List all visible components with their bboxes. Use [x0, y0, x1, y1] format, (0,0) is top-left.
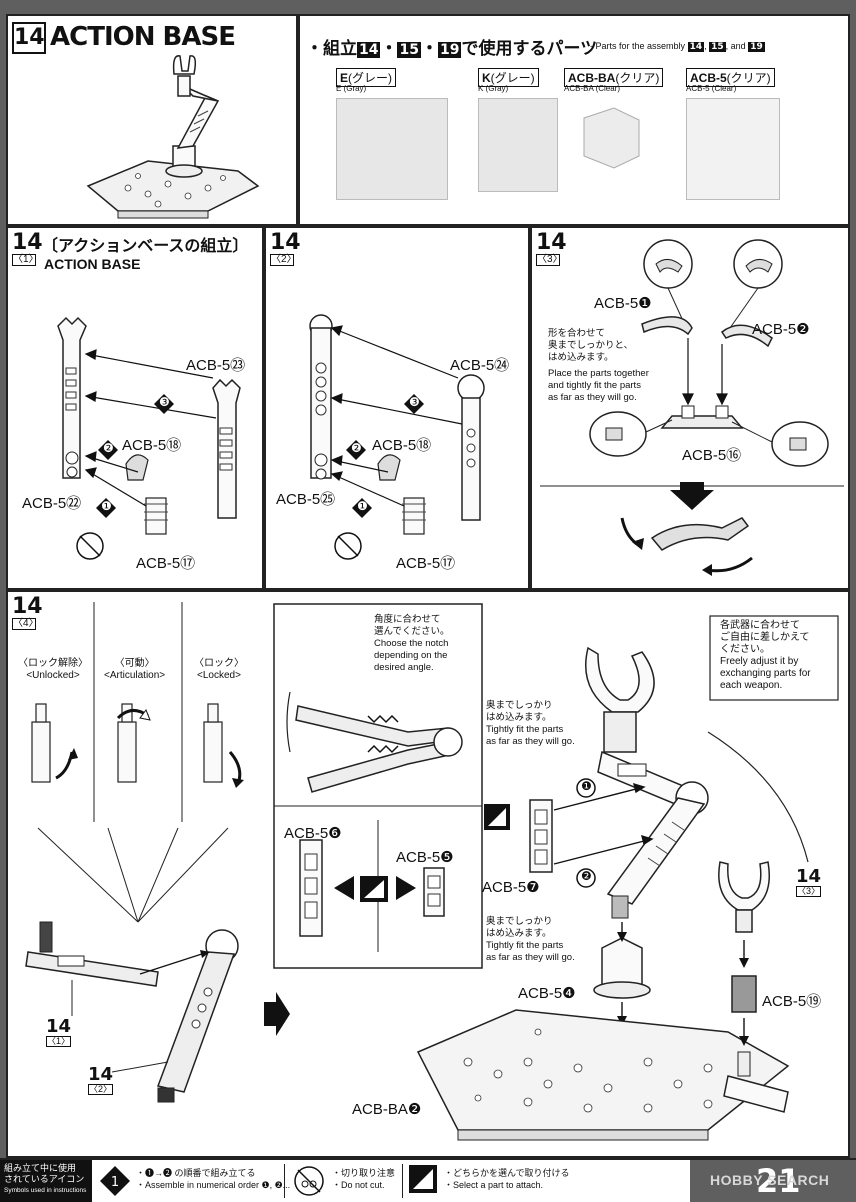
order-2: ❷	[351, 441, 362, 455]
sprue-k: K(グレー) K (Gray)	[478, 68, 558, 208]
step-14-3-diagram	[540, 239, 844, 576]
step-number: 14	[12, 22, 46, 54]
sprue-image	[686, 98, 780, 200]
fit-note-2: 奥までしっかり はめ込みます。 Tightly fit the parts as…	[486, 916, 575, 963]
section-title-jp: 〔アクションベースの組立〕	[42, 238, 249, 255]
sprue-image	[336, 98, 448, 200]
select-part-icon	[409, 1165, 437, 1193]
part-label-acb5-1: ACB-5❶	[594, 295, 652, 312]
sprue-label-en: E (Gray)	[336, 84, 367, 93]
header-panel: 14 ACTION BASE	[6, 14, 298, 226]
notch-note: 角度に合わせて 選んでください。 Choose the notch depend…	[374, 614, 450, 673]
page-number-area: 21 HOBBY SEARCH	[690, 1160, 856, 1202]
part-label-acb5-2: ACB-5❷	[752, 321, 810, 338]
part-label-acb-ba-2: ACB-BA❷	[352, 1101, 422, 1118]
step-14-2-diagram	[309, 314, 485, 560]
part-label-acb5-22: ACB-5㉒	[22, 495, 82, 512]
sprue-label: K(グレー)	[478, 68, 539, 87]
sprue-acb-5: ACB-5(クリア) ACB-5 (Clear)	[686, 68, 796, 208]
action-base-illustration	[86, 55, 260, 219]
legend-select: ・どちらかを選んで取り付ける ・Select a part to attach.	[408, 1164, 588, 1198]
order-markers	[96, 394, 174, 518]
state-locked: 〈ロック〉<Locked>	[194, 658, 244, 681]
part-label-acb5-23: ACB-5㉓	[186, 357, 246, 374]
sprue-label: ACB-BA(クリア)	[564, 68, 664, 87]
legend-title: 組み立て中に使用 されているアイコン Symbols used in instr…	[0, 1160, 92, 1202]
step-badge: 14 〈4〉	[12, 594, 43, 630]
step-badge: 14 〈2〉	[270, 230, 301, 266]
scissors-icon	[294, 1166, 324, 1196]
part-label-acb5-4: ACB-5❹	[518, 985, 576, 1002]
state-unlocked: 〈ロック解除〉<Unlocked>	[18, 658, 88, 681]
part-label-acb5-7: ACB-5❼	[482, 879, 540, 896]
sprue-label: E(グレー)	[336, 68, 397, 87]
ref-14-1: 14 〈1〉	[46, 1016, 72, 1047]
legend-order: 1 ・❶→❷ の順番で組み立てる ・Assemble in numerical …	[98, 1164, 290, 1198]
order-3: ❸	[409, 395, 420, 409]
legend-do-not-cut: ・切り取り注意 ・Do not cut.	[292, 1164, 403, 1198]
order-3: ❸	[159, 395, 170, 409]
step-14-2-panel: 14 〈2〉 ❸ ❷ ❶ ACB-5㉔ ACB-5⑱	[264, 226, 530, 590]
fit-note-1: 奥までしっかり はめ込みます。 Tightly fit the parts as…	[486, 700, 575, 747]
step-14-1-panel: 14 〈1〉 〔アクションベースの組立〕 ACTION BASE	[6, 226, 264, 590]
step-14-3-panel: 14 〈3〉	[530, 226, 850, 590]
ref-14-2: 14 〈2〉	[88, 1064, 114, 1095]
step-14-4-diagram	[25, 602, 839, 1141]
part-label-acb5-6: ACB-5❻	[284, 825, 342, 842]
step-14-1-diagram	[57, 316, 241, 560]
part-label-acb5-18: ACB-5⑱	[372, 437, 432, 454]
fit-note: 形を合わせて 奥までしっかりと、 はめ込みます。 Place the parts…	[548, 328, 649, 403]
step-badge: 14 〈3〉	[536, 230, 567, 266]
sprue-label-en: K (Gray)	[478, 84, 509, 93]
part-label-acb5-17: ACB-5⑰	[396, 555, 456, 572]
part-label-acb5-16: ACB-5⑯	[682, 447, 742, 464]
step-14-4-panel: 14 〈4〉 〈ロック解除〉<Unlocked> 〈可動〉<Articulati…	[6, 590, 850, 1158]
order-2: ❷	[103, 441, 114, 455]
state-articulation: 〈可動〉<Articulation>	[104, 658, 166, 681]
sprue-label-en: ACB-5 (Clear)	[686, 84, 737, 93]
svg-text:1: 1	[111, 1175, 119, 1190]
order-1: ❶	[357, 499, 368, 513]
step-badge: 14 〈1〉	[12, 230, 43, 266]
sprue-label: ACB-5(クリア)	[686, 68, 775, 87]
sprue-image	[583, 107, 640, 169]
page-number: 21	[756, 1162, 801, 1200]
page-title: ACTION BASE	[50, 22, 236, 52]
parts-heading-en: - Parts for the assembly 14, 15, and 19	[590, 41, 765, 52]
watermark: HOBBY SEARCH	[710, 1172, 830, 1188]
section-title-en: ACTION BASE	[44, 256, 141, 272]
icon-legend: 組み立て中に使用 されているアイコン Symbols used in instr…	[0, 1158, 856, 1202]
sprue-label-en: ACB-BA (Clear)	[564, 84, 621, 93]
sprue-image	[478, 98, 558, 192]
part-label-acb5-5: ACB-5❺	[396, 849, 454, 866]
order-diamond-icon: 1	[100, 1166, 130, 1196]
part-label-acb5-24: ACB-5㉔	[450, 357, 510, 374]
sprue-acb-ba: ACB-BA(クリア) ACB-BA (Clear)	[564, 68, 664, 208]
order-1: ❶	[101, 499, 112, 513]
part-label-acb5-25: ACB-5㉕	[276, 491, 336, 508]
part-label-acb5-17: ACB-5⑰	[136, 555, 196, 572]
weapon-note: 各武器に合わせて ご自由に差しかえて ください。 Freely adjust i…	[720, 620, 811, 691]
order-2: ❷	[581, 869, 592, 883]
part-label-acb5-18: ACB-5⑱	[122, 437, 182, 454]
order-1: ❶	[581, 779, 592, 793]
ref-14-3: 14 〈3〉	[796, 866, 822, 897]
sprue-e: E(グレー) E (Gray)	[336, 68, 448, 208]
part-label-acb5-19: ACB-5⑲	[762, 993, 822, 1010]
